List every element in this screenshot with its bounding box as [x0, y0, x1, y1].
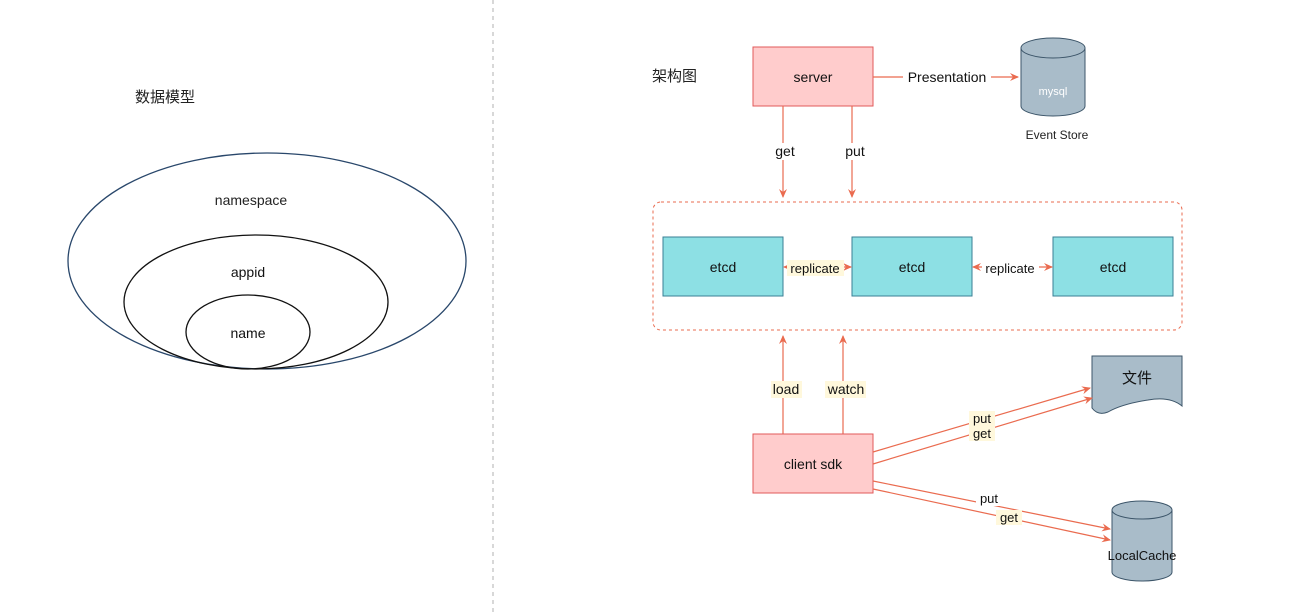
watch-label-bg	[825, 381, 866, 398]
file-document-icon	[1091, 355, 1183, 414]
load-label: load	[773, 381, 799, 397]
put-top-label-bg	[842, 143, 868, 160]
replicate-2-label: replicate	[985, 261, 1034, 276]
cache-get-label-bg	[996, 510, 1022, 525]
event-store-caption: Event Store	[1026, 128, 1089, 142]
mysql-database-icon	[1020, 37, 1086, 117]
put-top-label: put	[845, 143, 865, 159]
file-put-label-bg	[969, 411, 995, 426]
client-sdk-label: client sdk	[784, 456, 843, 472]
mysql-label: mysql	[1039, 86, 1068, 98]
cache-put-label: put	[980, 491, 998, 506]
file-get-label-bg	[969, 426, 995, 441]
get-top-label-bg	[772, 143, 798, 160]
presentation-label: Presentation	[908, 69, 987, 85]
namespace-label: namespace	[215, 192, 288, 208]
name-ellipse	[185, 294, 311, 370]
etcd-cluster-container	[652, 201, 1183, 331]
etcd-node-2	[851, 236, 973, 297]
localcache-database-icon	[1111, 500, 1173, 582]
replicate-2-label-bg	[982, 260, 1039, 276]
etcd-node-2-label: etcd	[899, 259, 925, 275]
file-put-label: put	[973, 411, 991, 426]
file-get-label: get	[973, 426, 991, 441]
get-top-label: get	[775, 143, 795, 159]
etcd-node-1-label: etcd	[710, 259, 736, 275]
appid-label: appid	[231, 264, 265, 280]
name-label: name	[230, 325, 265, 341]
etcd-node-3-label: etcd	[1100, 259, 1126, 275]
server-label: server	[794, 69, 833, 85]
cache-get-arrow	[872, 488, 1111, 543]
localcache-label: LocalCache	[1108, 548, 1177, 563]
replicate-1-label: replicate	[790, 261, 839, 276]
file-label: 文件	[1122, 370, 1152, 387]
presentation-label-bg	[903, 68, 991, 86]
appid-ellipse	[123, 234, 389, 370]
data-model-title: 数据模型	[135, 89, 195, 106]
architecture-title: 架构图	[652, 68, 697, 85]
namespace-ellipse	[67, 152, 467, 370]
client-sdk-box	[752, 433, 874, 494]
load-label-bg	[771, 381, 802, 398]
replicate-1-label-bg	[787, 260, 844, 276]
etcd-node-3	[1052, 236, 1174, 297]
cache-put-label-bg	[976, 491, 1002, 506]
watch-label: watch	[827, 381, 865, 397]
cache-get-label: get	[1000, 510, 1018, 525]
